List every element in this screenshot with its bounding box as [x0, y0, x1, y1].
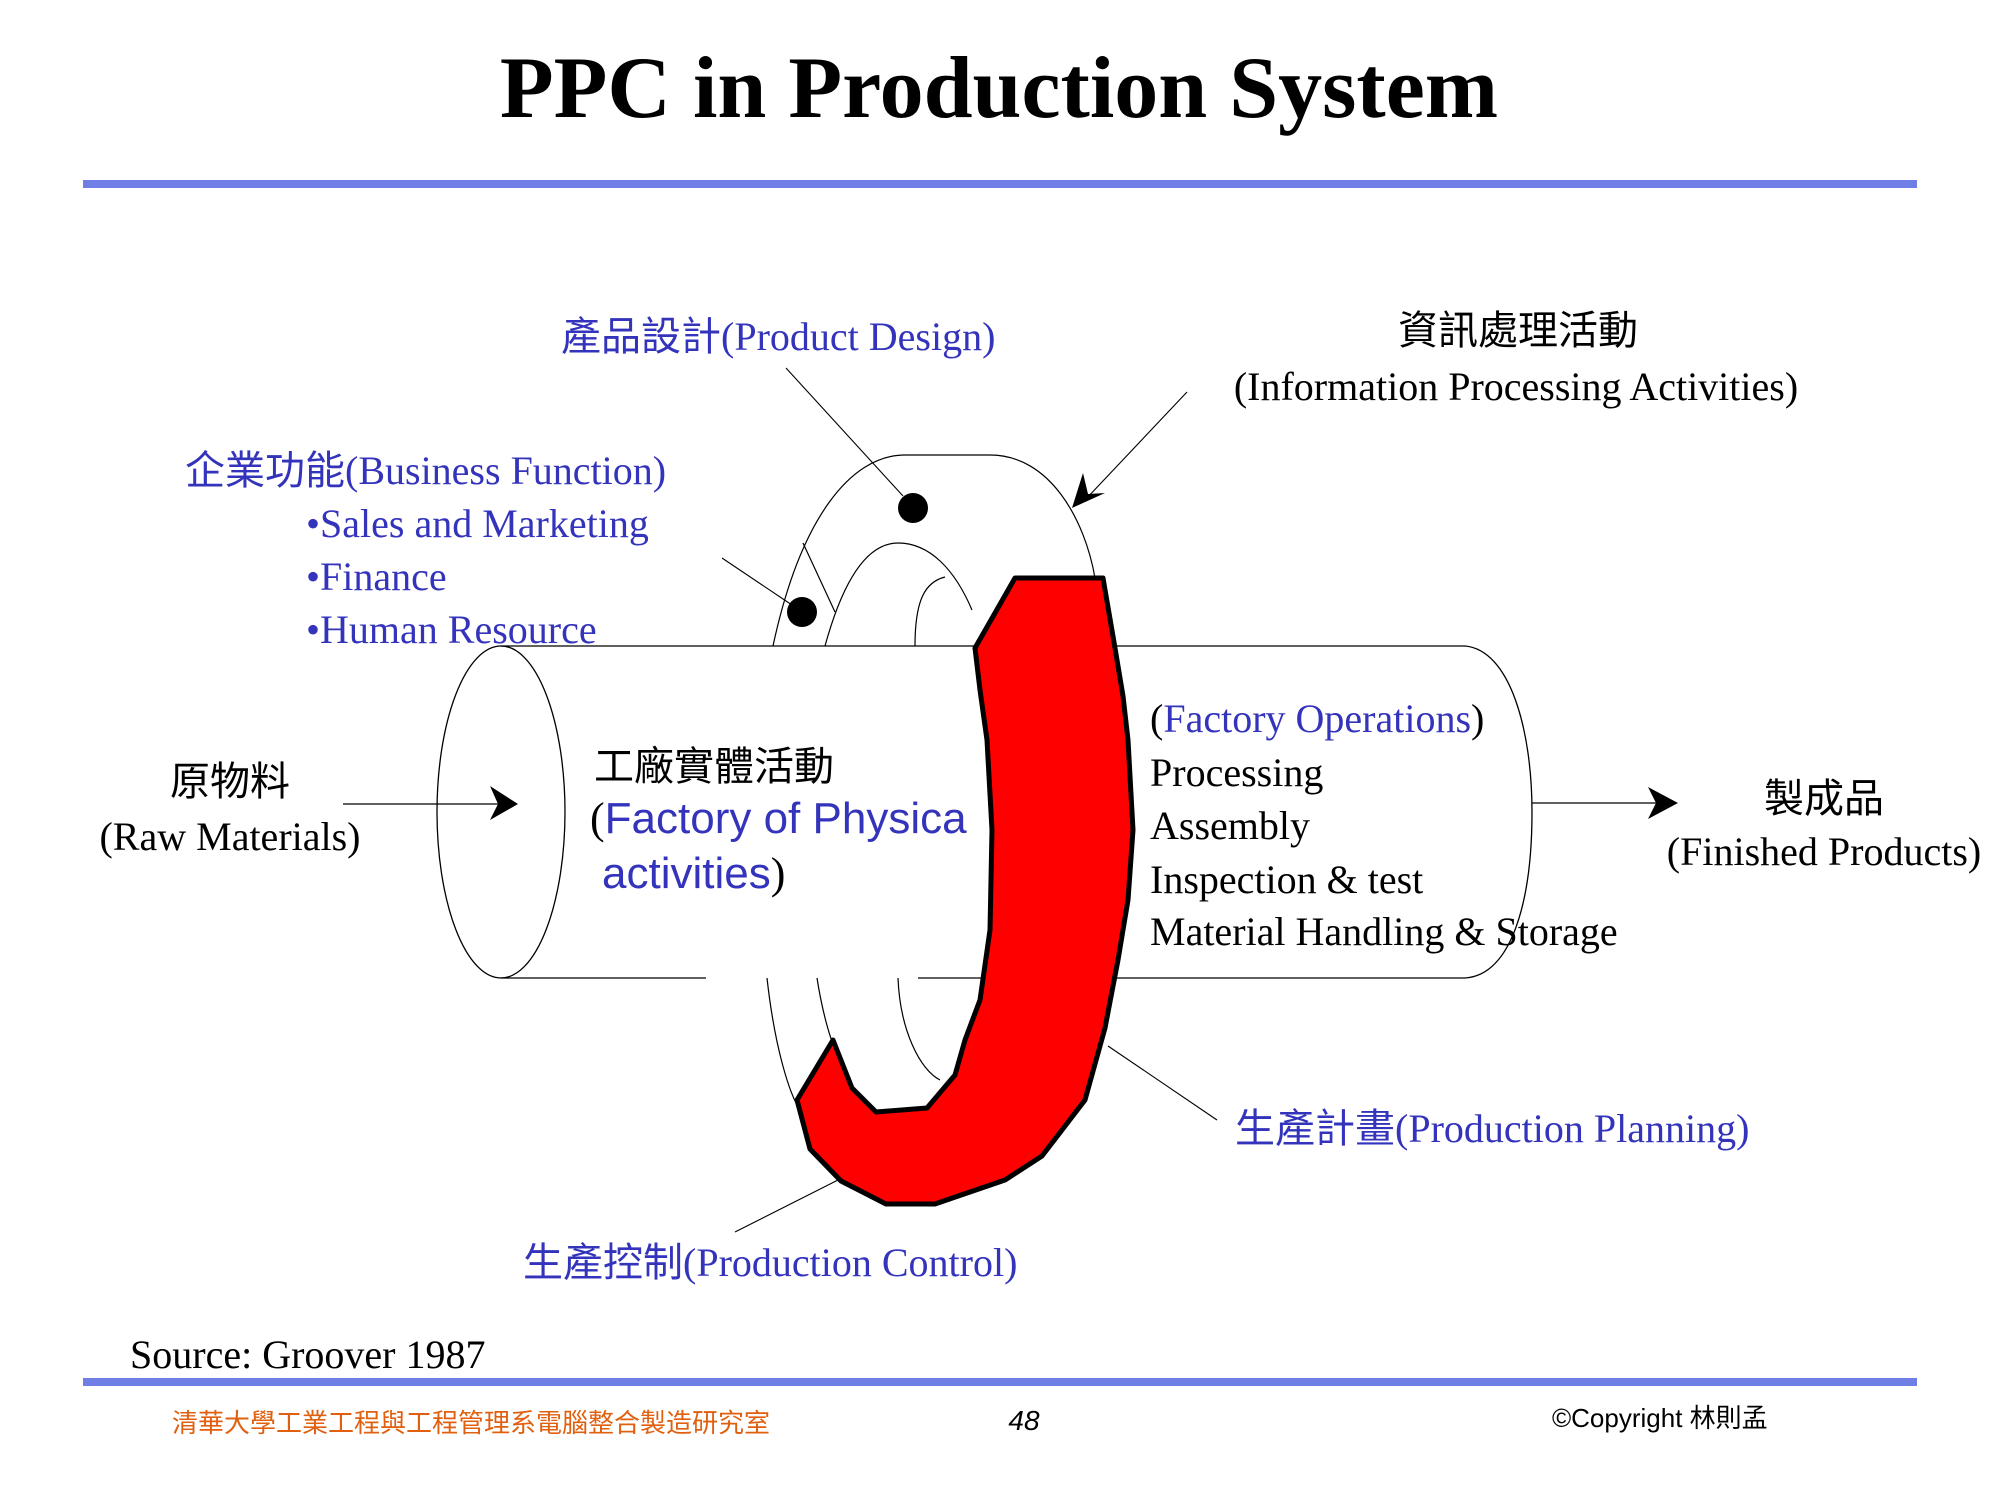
production-control-leader	[734, 1179, 839, 1233]
business-function-leader	[721, 557, 793, 606]
info-processing-arrowhead	[1072, 473, 1105, 508]
ring-lower-inner	[897, 977, 941, 1081]
ppc-red-band	[794, 575, 1136, 1207]
business-function-label: 企業功能(Business Function)	[185, 448, 666, 493]
footer-organization: 清華大學工業工程與工程管理系電腦整合製造研究室	[172, 1409, 770, 1438]
factory-ops-item: Assembly	[1150, 803, 1310, 848]
factory-physical-en1: Factory of Physica	[605, 794, 967, 843]
cylinder-right-end	[1464, 645, 1533, 979]
raw-materials-zh: 原物料	[170, 759, 290, 804]
business-item: •Finance	[306, 554, 447, 599]
raw-materials-en: (Raw Materials)	[99, 814, 360, 859]
finished-products-en: (Finished Products)	[1667, 829, 1981, 874]
paren-open: (	[590, 794, 605, 843]
business-function-dot	[787, 597, 817, 627]
paren-close: )	[771, 849, 786, 898]
page-number: 48	[1008, 1405, 1040, 1436]
info-processing-leader	[1084, 391, 1188, 501]
business-item: •Sales and Marketing	[306, 501, 649, 546]
production-control-label: 生產控制(Production Control)	[523, 1240, 1017, 1285]
product-design-leader	[785, 367, 904, 497]
ring-outer-arc	[772, 454, 1096, 647]
paren-open: (	[1150, 696, 1163, 741]
bottom-rule	[83, 1378, 1917, 1386]
product-design-label: 產品設計(Product Design)	[561, 314, 995, 359]
factory-ops-item: Inspection & test	[1150, 857, 1423, 902]
production-planning-label: 生產計畫(Production Planning)	[1235, 1106, 1749, 1151]
top-rule	[83, 180, 1917, 188]
factory-ops-title-text: Factory Operations	[1163, 696, 1471, 741]
factory-ops-item: Processing	[1150, 750, 1323, 795]
source-citation: Source: Groover 1987	[130, 1332, 485, 1377]
ring-inner-arc	[824, 542, 973, 647]
factory-ops-item: Material Handling & Storage	[1150, 909, 1618, 954]
ring-lower-outer	[766, 977, 801, 1111]
raw-materials-arrowhead	[490, 786, 518, 820]
copyright: ©Copyright 林則孟	[1552, 1403, 1768, 1433]
finished-products-zh: 製成品	[1764, 776, 1884, 821]
paren-close: )	[1471, 696, 1484, 741]
product-design-dot	[898, 493, 928, 523]
ring-hole-arc	[914, 576, 946, 647]
leader-lines	[721, 367, 1218, 1233]
factory-physical-en2: activities	[602, 849, 771, 898]
flow-arrows	[343, 786, 1678, 820]
production-planning-leader	[1107, 1045, 1218, 1121]
factory-physical-en-line2: activities)	[602, 849, 785, 898]
factory-ops-title: (Factory Operations)	[1150, 696, 1484, 741]
finished-products-arrowhead	[1648, 787, 1678, 819]
business-item: •Human Resource	[306, 607, 597, 652]
slide-title: PPC in Production System	[500, 40, 1498, 137]
ring-side-line	[802, 542, 836, 613]
info-processing-en: (Information Processing Activities)	[1234, 364, 1798, 409]
factory-physical-en-line1: (Factory of Physica	[590, 794, 967, 843]
info-processing-zh: 資訊處理活動	[1398, 308, 1638, 353]
factory-physical-zh: 工廠實體活動	[594, 744, 834, 789]
